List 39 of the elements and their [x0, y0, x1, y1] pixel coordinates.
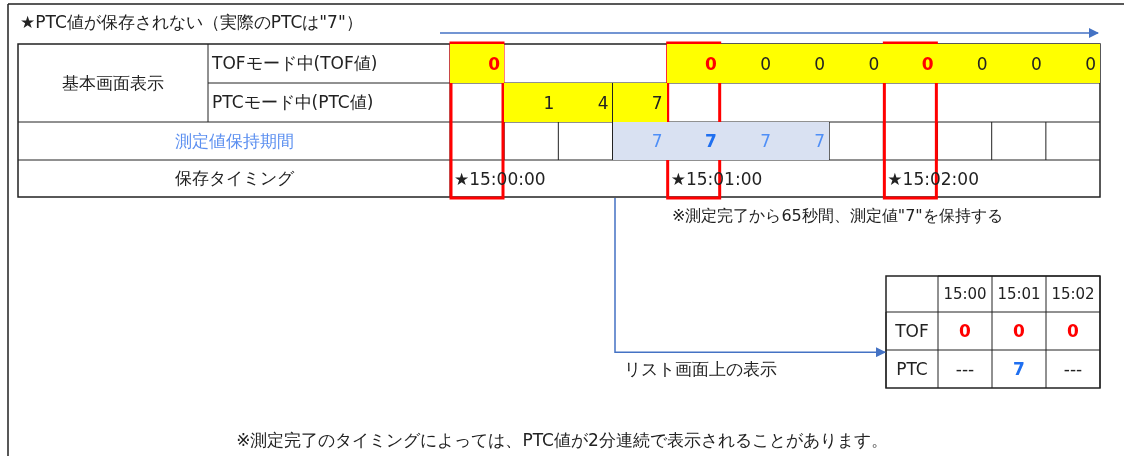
- note-text: ※測定完了のタイミングによっては、PTC値が2分連続で表示されることがあります。: [235, 428, 889, 452]
- row-header: 保存タイミング: [173, 167, 295, 190]
- table-cell: 7: [720, 122, 775, 160]
- row-header: TOFモード中(TOF値): [211, 52, 379, 75]
- row-header: 基本画面表示: [61, 71, 165, 95]
- arrow: [614, 197, 886, 358]
- table-cell: 0: [775, 44, 830, 83]
- table-cell: 1: [504, 83, 559, 122]
- table-cell: 0: [883, 44, 938, 83]
- row-header: 測定値保持期間: [173, 129, 295, 153]
- table-cell-text: 7: [1012, 358, 1026, 381]
- row-header: TOF: [894, 320, 930, 343]
- edge-label: リスト画面上の表示: [623, 357, 777, 381]
- table-cell: 0: [829, 44, 884, 83]
- note-text: ※測定完了から65秒間、測定値"7"を保持する: [671, 204, 1003, 227]
- table-cell: 4: [558, 83, 613, 122]
- table-cell: 0: [450, 44, 505, 83]
- column-header: 15:01: [996, 284, 1042, 305]
- table-cell-text: 0: [1066, 320, 1080, 343]
- table-frame: [885, 275, 1101, 389]
- table-cell: 0: [937, 44, 992, 83]
- table-cell: 0: [666, 44, 721, 83]
- table-cell: 7: [775, 122, 830, 160]
- column-header: 15:00: [942, 284, 988, 305]
- row-header: ---: [1062, 358, 1084, 381]
- row-header: PTC: [895, 358, 929, 381]
- table-cell-text: 0: [1012, 320, 1026, 343]
- column-header: 15:02: [1050, 284, 1096, 305]
- table-cell-text: 0: [958, 320, 972, 343]
- table-cell: 7: [666, 122, 721, 160]
- table-cell: 7: [612, 83, 667, 122]
- title: ★PTC値が保存されない（実際のPTCは"7"）: [19, 10, 363, 34]
- row-header: PTCモード中(PTC値): [211, 91, 375, 114]
- row-header: ---: [954, 358, 976, 381]
- table-cell: 0: [1045, 44, 1100, 83]
- table-cell: 7: [612, 122, 667, 160]
- table-frame: [17, 43, 1101, 198]
- table-cell: 0: [991, 44, 1046, 83]
- table-cell: 0: [720, 44, 775, 83]
